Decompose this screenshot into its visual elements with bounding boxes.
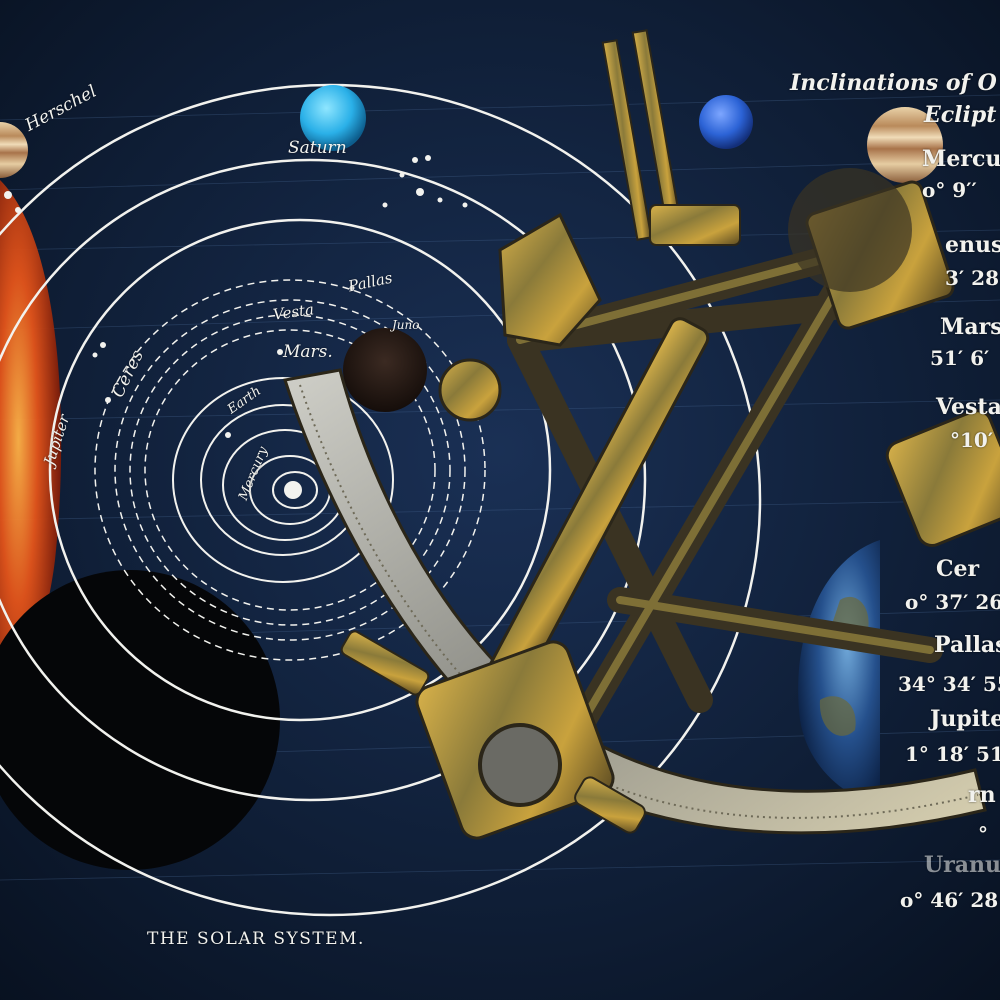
sun-glow — [0, 180, 62, 700]
sextant — [283, 29, 1000, 840]
row-uranus-name: Uranu — [924, 852, 1000, 878]
row-pallas-value: 34° 34′ 55 — [898, 672, 1000, 696]
row-mars-name: Mars — [940, 314, 1000, 340]
sextant-pivot — [438, 358, 502, 422]
orbit-rings — [0, 83, 762, 917]
row-vesta-name: Vesta — [936, 394, 1000, 420]
sextant-telescope — [885, 409, 1000, 548]
row-jupiter-value: 1° 18′ 51 — [905, 742, 1000, 766]
neptune-planet — [699, 95, 753, 149]
brown-planet — [343, 328, 427, 412]
row-venus-name: enus — [945, 232, 1000, 258]
row-pallas-name: Pallas — [934, 632, 1000, 658]
row-saturn-name: rn — [968, 782, 996, 808]
label-juno: Juno — [392, 318, 420, 332]
row-mercury-name: Mercu — [922, 146, 1000, 172]
row-mercury-value: o° 9′′ — [922, 178, 977, 202]
row-venus-value: 3′ 28 — [945, 266, 999, 290]
inclinations-title-line1: Inclinations of O — [790, 70, 997, 96]
row-vesta-value: °10′ — [950, 428, 994, 452]
row-mars-value: 51′ 6′ — [930, 346, 990, 370]
row-uranus-value: o° 46′ 28 — [900, 888, 999, 912]
jupiter-planet-left — [0, 122, 28, 178]
row-jupiter-name: Jupite — [930, 706, 1000, 732]
row-ceres-name: Cer — [936, 556, 980, 582]
jupiter-planet-right — [867, 107, 943, 183]
uranus-planet — [300, 85, 366, 151]
inclinations-title-line2: Eclipt — [924, 102, 997, 128]
central-sun-marker — [284, 481, 302, 499]
sextant-clamp-knob — [478, 723, 562, 807]
dark-planet — [0, 570, 280, 870]
sextant-arc-scale — [283, 368, 987, 835]
sextant-horizon-mirror — [498, 212, 602, 347]
label-saturn: Saturn — [288, 138, 347, 158]
row-saturn-value: ° — [978, 822, 988, 846]
label-mars: Mars. — [283, 342, 333, 362]
orbit-dots — [4, 155, 468, 438]
diagram-caption: THE SOLAR SYSTEM. — [147, 929, 365, 949]
row-ceres-value: o° 37′ 26 — [905, 590, 1000, 614]
